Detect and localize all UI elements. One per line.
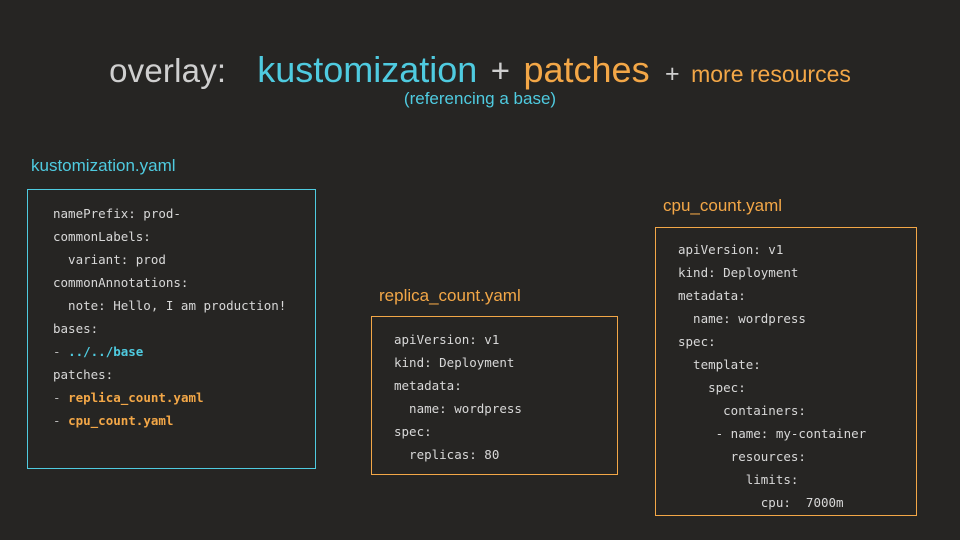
code-line: patches:	[53, 367, 114, 382]
code-line: commonAnnotations:	[53, 275, 189, 290]
heading-term-kustomization: kustomization	[257, 49, 478, 90]
code-list-dash: -	[53, 413, 69, 428]
code-line: name: wordpress	[678, 311, 806, 326]
code-line: replica_count.yaml	[68, 390, 204, 405]
file-title-cpu-count: cpu_count.yaml	[663, 196, 783, 215]
heading-term-patches: patches	[523, 49, 650, 90]
code-line: replicas: 80	[394, 447, 500, 462]
code-line: apiVersion: v1	[678, 242, 784, 257]
heading-plus-second: +	[665, 60, 680, 88]
code-list-dash: -	[53, 390, 69, 405]
file-title-replica-count: replica_count.yaml	[379, 286, 521, 305]
code-list-dash: -	[53, 344, 69, 359]
slide-subheading: (referencing a base)	[403, 89, 557, 108]
heading-label: overlay:	[109, 52, 227, 89]
code-line: variant: prod	[53, 252, 166, 267]
code-line: containers:	[678, 403, 806, 418]
code-line: ../../base	[68, 344, 144, 359]
slide-heading: overlay: kustomization + patches + more …	[0, 52, 960, 88]
code-line: namePrefix: prod-	[53, 206, 181, 221]
code-line: name: wordpress	[394, 401, 522, 416]
file-body-kustomization: namePrefix: prod- commonLabels: variant:…	[27, 189, 316, 469]
code-line: metadata:	[394, 378, 462, 393]
heading-term-more-resources: more resources	[691, 61, 851, 87]
code-line: template:	[678, 357, 761, 372]
code-line: commonLabels:	[53, 229, 151, 244]
code-line: bases:	[53, 321, 99, 336]
code-line: cpu_count.yaml	[68, 413, 174, 428]
heading-plus-first: +	[490, 52, 511, 89]
code-block-replica-count: apiVersion: v1 kind: Deployment metadata…	[372, 317, 617, 466]
code-line: metadata:	[678, 288, 746, 303]
code-line: - name: my-container	[678, 426, 867, 441]
code-line: apiVersion: v1	[394, 332, 500, 347]
code-line: resources:	[678, 449, 806, 464]
code-line: note: Hello, I am production!	[53, 298, 287, 313]
code-block-kustomization: namePrefix: prod- commonLabels: variant:…	[28, 190, 315, 432]
code-line: spec:	[394, 424, 432, 439]
file-title-kustomization: kustomization.yaml	[31, 156, 176, 175]
file-body-cpu-count: apiVersion: v1 kind: Deployment metadata…	[655, 227, 917, 516]
code-block-cpu-count: apiVersion: v1 kind: Deployment metadata…	[656, 228, 916, 514]
code-line: spec:	[678, 334, 716, 349]
code-line: kind: Deployment	[394, 355, 515, 370]
code-line: cpu: 7000m	[678, 495, 844, 510]
code-line: kind: Deployment	[678, 265, 799, 280]
code-line: spec:	[678, 380, 746, 395]
code-line: limits:	[678, 472, 799, 487]
file-body-replica-count: apiVersion: v1 kind: Deployment metadata…	[371, 316, 618, 475]
